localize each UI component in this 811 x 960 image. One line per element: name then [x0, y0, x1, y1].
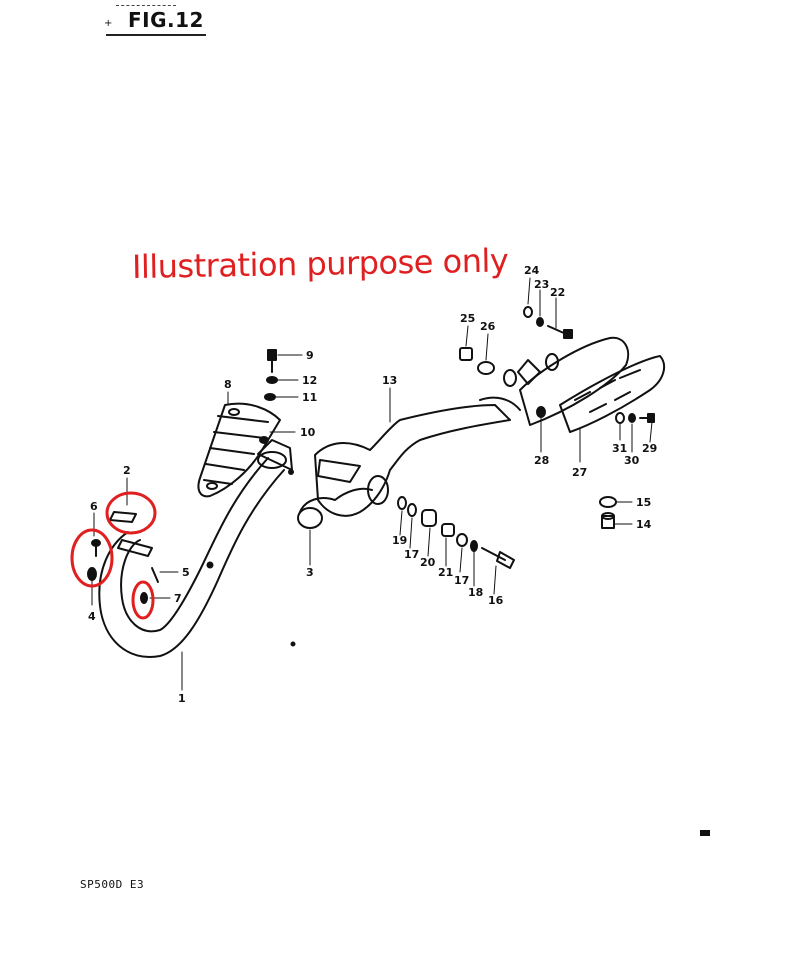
- part-8-heat-shield: [197, 402, 281, 498]
- callout-24: 24: [524, 264, 540, 277]
- callout-16: 16: [488, 594, 504, 607]
- callout-labels: 1 2 3 4 5 6 7 8 9 10 11 12 13 14 15 16 1…: [88, 264, 657, 705]
- callout-21: 21: [438, 566, 453, 579]
- fasteners-14-15: [599, 496, 617, 529]
- callout-11: 11: [302, 391, 317, 404]
- highlight-circle-parts-4-6: [70, 528, 114, 588]
- title-tick-mark: +: [104, 18, 113, 29]
- callout-14: 14: [636, 518, 652, 531]
- callout-28: 28: [534, 454, 549, 467]
- fasteners-16-21: [397, 496, 515, 569]
- callout-19: 19: [392, 534, 407, 547]
- callout-7: 7: [174, 592, 182, 605]
- fasteners-2-7: [87, 511, 159, 604]
- illustration-watermark: Illustration purpose only: [131, 241, 509, 286]
- callout-1: 1: [178, 692, 186, 705]
- fasteners-9-12: [259, 349, 278, 444]
- callout-31: 31: [612, 442, 627, 455]
- corner-mark: [700, 830, 710, 836]
- callout-5: 5: [182, 566, 190, 579]
- callout-25: 25: [460, 312, 475, 325]
- callout-26: 26: [480, 320, 496, 333]
- callout-27: 27: [572, 466, 587, 479]
- callout-29: 29: [642, 442, 657, 455]
- highlight-circles: [70, 491, 157, 620]
- callout-12: 12: [302, 374, 317, 387]
- callout-3: 3: [306, 566, 314, 579]
- leader-lines: [91, 277, 653, 691]
- callout-17a: 17: [404, 548, 419, 561]
- callout-2: 2: [123, 464, 131, 477]
- highlight-circle-part-2: [105, 491, 157, 535]
- fasteners-29-31: [615, 412, 655, 424]
- callout-18: 18: [468, 586, 483, 599]
- callout-4: 4: [88, 610, 96, 623]
- callout-22: 22: [550, 286, 565, 299]
- callout-10: 10: [300, 426, 316, 439]
- callout-8: 8: [224, 378, 232, 391]
- callout-13: 13: [382, 374, 397, 387]
- figure-title: FIG.12: [128, 8, 204, 32]
- model-code-footer: SP500D E3: [80, 878, 145, 891]
- fasteners-22-26: [459, 306, 573, 385]
- callout-9: 9: [306, 349, 314, 362]
- title-top-rule: [116, 5, 176, 6]
- callout-20: 20: [420, 556, 436, 569]
- part-1-header-pipe: [98, 439, 296, 658]
- callout-30: 30: [624, 454, 640, 467]
- callout-17b: 17: [454, 574, 469, 587]
- callout-15: 15: [636, 496, 651, 509]
- callout-6: 6: [90, 500, 98, 513]
- title-underline: [106, 34, 206, 36]
- part-13-expansion-chamber: [297, 396, 521, 529]
- highlight-circle-part-7: [131, 580, 155, 620]
- part-27-silencer: [503, 336, 666, 433]
- callout-23: 23: [534, 278, 549, 291]
